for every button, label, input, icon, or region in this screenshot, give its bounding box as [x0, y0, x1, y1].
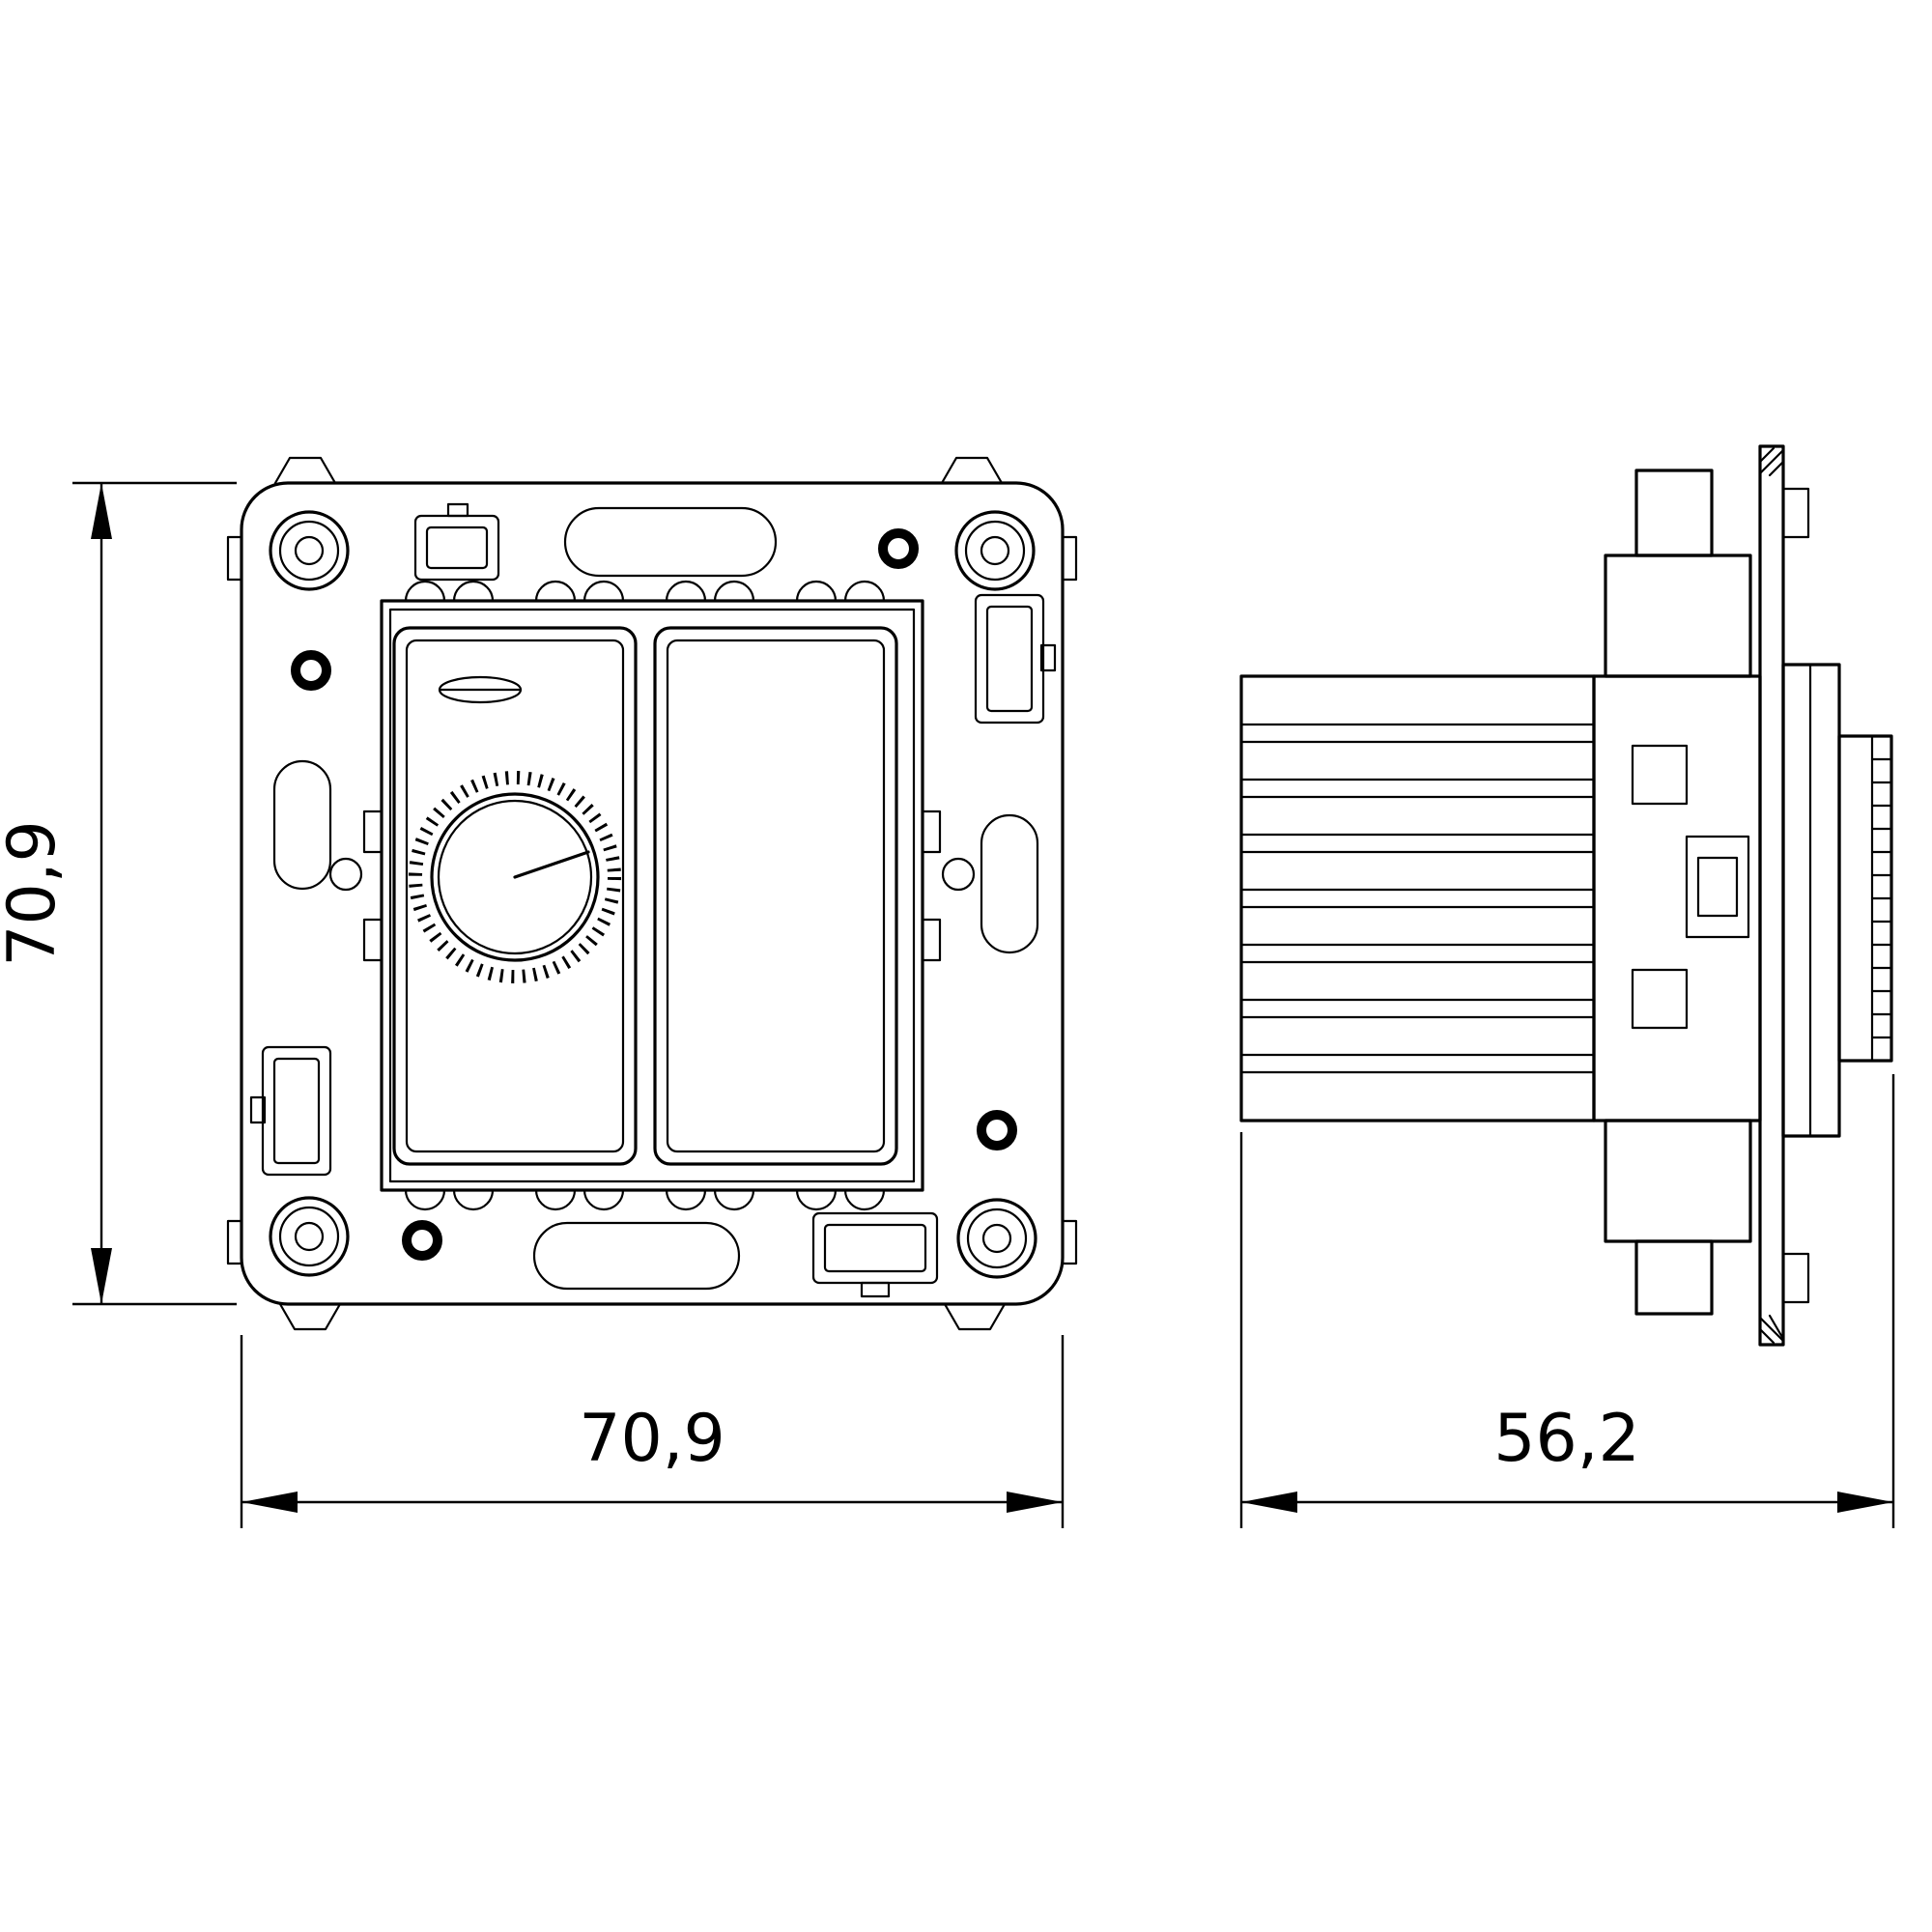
heat-sink-fins — [1239, 723, 1596, 1074]
dimension-label-front-width: 70,9 — [579, 1401, 724, 1477]
rotary-knob-side — [1781, 663, 1893, 1138]
frame-edge-tabs — [226, 456, 1078, 1331]
corner-screw-bottom-right — [956, 1198, 1037, 1279]
module-side-clips — [328, 810, 976, 962]
body-clamp-details — [1631, 744, 1750, 1030]
module-scallops-bottom — [404, 1188, 886, 1211]
arrow-right — [1837, 1492, 1893, 1513]
device-body — [1592, 469, 1762, 1316]
dimension-front-width: 70,9 — [240, 1335, 1065, 1528]
side-view — [1239, 444, 1893, 1347]
knob-knurl — [1870, 734, 1893, 1063]
plate-claw-bottom — [1758, 1314, 1785, 1345]
front-view — [226, 456, 1078, 1331]
connector-slot-right — [974, 593, 1057, 724]
plate-bracket-top — [1781, 487, 1810, 539]
corner-screw-mounts — [269, 510, 1037, 1279]
arrow-down — [91, 1248, 112, 1304]
dial-knurl-ring — [409, 771, 621, 983]
arrow-up — [91, 483, 112, 539]
connector-slot-top-left — [413, 502, 500, 582]
rotary-dial — [409, 771, 621, 983]
module-frame-inner — [388, 608, 916, 1183]
arrow-left — [1241, 1492, 1297, 1513]
connector-slot-bottom — [811, 1211, 939, 1298]
mounting-frame-outline — [240, 481, 1065, 1306]
dimension-label-front-height: 70,9 — [0, 820, 71, 966]
connector-slot-left — [249, 1045, 332, 1177]
plate-claw-top — [1758, 446, 1785, 477]
corner-screw-bottom-left — [269, 1196, 350, 1277]
arrow-left — [242, 1492, 298, 1513]
right-rocker — [653, 626, 898, 1166]
arrow-right — [1007, 1492, 1063, 1513]
fixing-holes — [291, 528, 1017, 1261]
left-rocker — [392, 626, 638, 1166]
claw-cutouts — [272, 506, 1039, 1291]
dimension-front-height: 70,9 — [0, 481, 237, 1306]
plate-bracket-bottom — [1781, 1252, 1810, 1304]
dimension-label-side-depth: 56,2 — [1493, 1401, 1639, 1477]
dimension-side-depth: 56,2 — [1239, 1074, 1895, 1528]
corner-screw-top-right — [954, 510, 1036, 591]
module-scallops-top — [404, 580, 886, 603]
heat-sink — [1239, 674, 1596, 1122]
module-frame — [380, 599, 924, 1192]
indicator-lens — [438, 675, 523, 704]
dial-pointer — [513, 850, 590, 879]
corner-screw-top-left — [269, 510, 350, 591]
insert-module — [328, 580, 976, 1211]
